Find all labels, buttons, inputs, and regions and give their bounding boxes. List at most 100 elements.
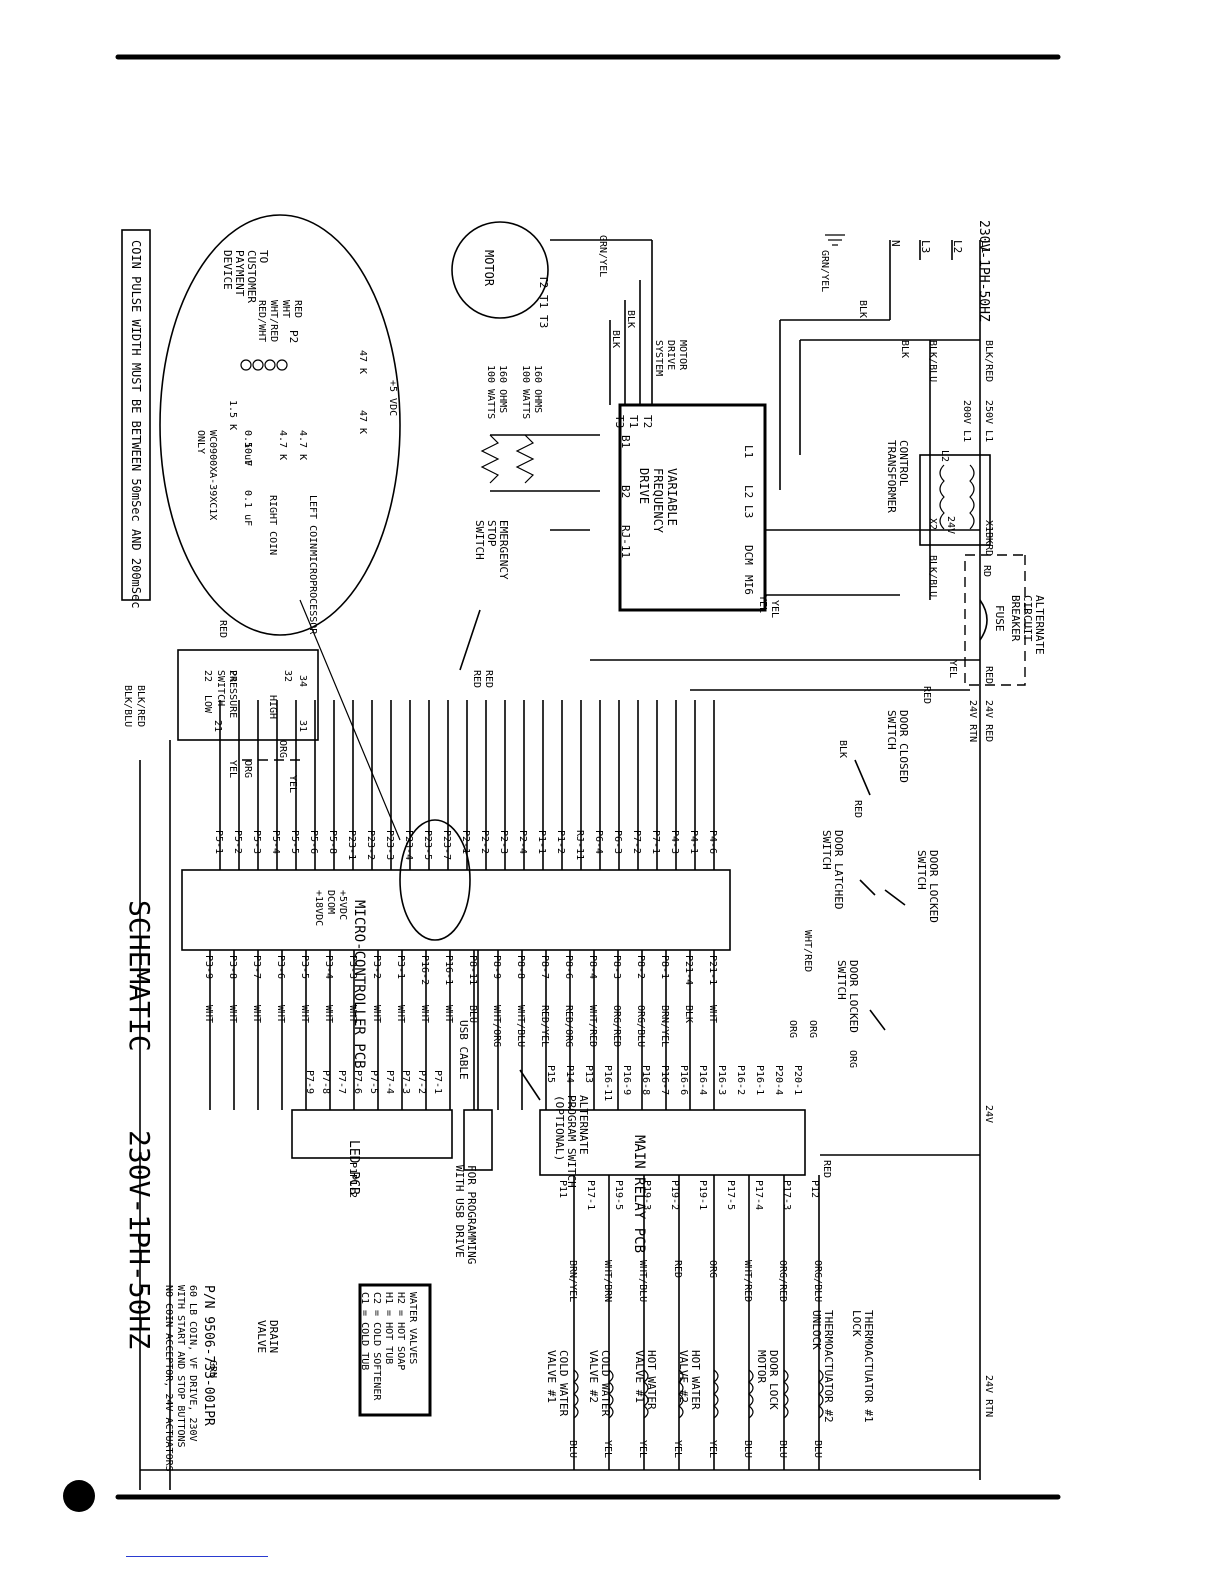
relay-top-pin: P20-1 (792, 1065, 803, 1095)
led-p1-1: P1-1 (347, 1162, 358, 1186)
motor-t2: T2 (537, 275, 550, 288)
wire-24v-red-label: 24V RED (983, 700, 994, 742)
water-valve-legend (358, 1283, 432, 1417)
mc-18vdc: +18VDC (313, 890, 324, 926)
coin-p2: P2 (287, 330, 300, 343)
relay-bottom-pin: P17-1 (585, 1180, 596, 1210)
mc-top-pin: P4-6 (707, 830, 718, 854)
control-transformer (919, 454, 991, 546)
relay-top-pin-column: P20-1P20-4P16-1P16-2P16-3P16-4P16-6P16-7… (545, 1065, 803, 1101)
hot-2-label-1: HOT WATER (689, 1350, 702, 1410)
estop-label-1: EMERGENCY (497, 520, 510, 580)
door-locked-1-label-2: SWITCH (915, 850, 928, 890)
mc-bottom-pin: P3-4 (323, 955, 334, 979)
transformer-label-1: CONTROL (897, 440, 910, 487)
relay-top-pin: P16-7 (659, 1065, 670, 1095)
mc-top-pin: P5-5 (289, 830, 300, 854)
estop-red-label: RED (471, 670, 482, 688)
relay-top-pin: P16-2 (735, 1065, 746, 1095)
estop-label-3: SWITCH (473, 520, 486, 560)
mc-top-pin: P1-1 (536, 830, 547, 854)
alt-program-label-2: PROGRAM SWITCH (565, 1095, 578, 1188)
vfd-label-1: VARIABLE (665, 468, 679, 526)
mc-bottom-pin: P8-2 (635, 955, 646, 979)
resistor-2-label-1: 160 OHMS (497, 365, 508, 413)
sheet-title: SCHEMATIC (123, 900, 156, 1052)
mc-top-pin: P6-3 (612, 830, 623, 854)
alt-program-label-3: (OPTIONAL) (553, 1095, 566, 1161)
mc-top-pin: P4-3 (669, 830, 680, 854)
usb-note-2: WITH USB DRIVE (453, 1165, 466, 1258)
usb-note-1: FOR PROGRAMMING (465, 1165, 478, 1264)
load-return-color: BLU (777, 1440, 788, 1458)
load-return-color: YEL (672, 1440, 683, 1458)
vfd-l1: L1 (742, 445, 755, 458)
mc-top-pin: P5-3 (251, 830, 262, 854)
coin-4k7-2: 4.7 K (277, 430, 288, 460)
mc-bottom-pin: P3-8 (227, 955, 238, 979)
wire-blk-label-2: BLK (899, 340, 910, 358)
coin-red: RED (292, 300, 303, 318)
mc-bottom-wire-color: WHT (227, 1005, 238, 1023)
relay-top-pin: P16-4 (697, 1065, 708, 1095)
p2-connector-icon (240, 359, 288, 371)
coin-wht-red: WHT/RED (268, 300, 279, 342)
pressure-24: 24 (227, 670, 238, 682)
mc-bottom-pin: P3-1 (395, 955, 406, 979)
relay-bottom-pin: P17-4 (753, 1180, 764, 1210)
wire-yel-label: YEL (947, 660, 958, 678)
motor-t3: T3 (537, 315, 550, 328)
pressure-switch (177, 649, 319, 741)
valve-coil-icon (713, 1369, 719, 1419)
valve-coil-icon (608, 1369, 614, 1419)
led-p1-2: P1-2 (347, 1174, 358, 1198)
vfd-l2: L2 (742, 485, 755, 498)
wire-blk-blu-label: BLK/BLU (927, 340, 938, 382)
mc-bottom-wire-color: WHT/BLU (515, 1005, 526, 1047)
wire-blk-red-label: BLK/RED (983, 340, 994, 382)
drain-valve-label-2: VALVE (255, 1320, 268, 1353)
main-relay-label: MAIN RELAY PCB (631, 1135, 647, 1253)
coin-47k-2: 47 K (357, 410, 368, 434)
mc-bottom-pin: P3-7 (251, 955, 262, 979)
mc-bottom-pin: P3-2 (371, 955, 382, 979)
valve-coil-icon (748, 1369, 754, 1419)
mc-bottom-wire-color: ORG/BLU (635, 1005, 646, 1047)
pulse-note: COIN PULSE WIDTH MUST BE BETWEEN 50mSec … (129, 240, 143, 608)
sheet-subtitle: 230V-1PH-50HZ (123, 1130, 156, 1349)
door-locked-1-label-1: DOOR LOCKED (927, 850, 940, 923)
line-l2-label: L2 (951, 240, 964, 253)
door-closed-blk: BLK (837, 740, 848, 758)
wire-red-label: RED (983, 666, 994, 684)
relay-top-pin: P15 (545, 1065, 556, 1083)
mc-top-pin: RJ-11 (574, 830, 585, 860)
mc-bottom-wire-color: WHT (395, 1005, 406, 1023)
mc-dcom: DCOM (325, 890, 336, 914)
coin-5vdc: +5 VDC (387, 380, 398, 416)
mc-bottom-pin-column: P21-1WHTP21-4BLKP8-1BRN/YELP8-2ORG/BLUP8… (203, 950, 718, 1110)
door-closed-red: RED (852, 800, 863, 818)
vfd-t3: T3 (613, 415, 626, 428)
relay-bottom-wire-color: WHT/RED (742, 1260, 753, 1302)
wire-grn-yel-label: GRN/YEL (597, 235, 608, 277)
transformer-24v: 24V (945, 516, 956, 534)
pressure-label-1: PRESSURE (227, 670, 238, 718)
mc-top-pin: P7-1 (650, 830, 661, 854)
micro-controller-label: MICRO-CONTROLLER PCB (351, 900, 367, 1069)
coin-red-wht: RED/WHT (256, 300, 267, 342)
main-relay-pcb (539, 1109, 806, 1176)
cold-2-label-1: COLD WATER (599, 1350, 612, 1417)
mc-top-pin: P2-2 (479, 830, 490, 854)
ground-label: GRN/YEL (819, 250, 830, 292)
motor-drive-label-1: MOTOR (677, 340, 688, 371)
mc-bottom-pin: P3-6 (275, 955, 286, 979)
transformer-250v: 250V L1 (983, 400, 994, 442)
legend-h2: H2 = HOT SOAP (395, 1292, 406, 1370)
relay-bottom-wire-color: ORG (707, 1260, 718, 1278)
transformer-coil-primary (969, 464, 975, 530)
note-3: NO COIN ACCEPTOR, 24V ACTUATORS (163, 1285, 174, 1472)
door-locked-2-label-2: SWITCH (835, 960, 848, 1000)
wire-red-label-2: RED (921, 686, 932, 704)
relay-top-pin: P13 (583, 1065, 594, 1083)
